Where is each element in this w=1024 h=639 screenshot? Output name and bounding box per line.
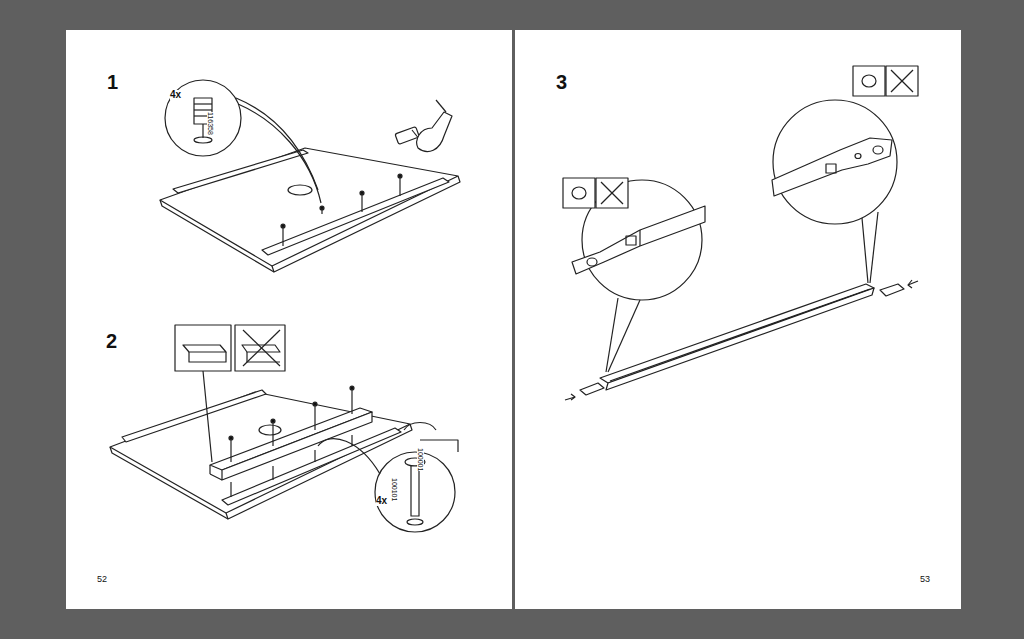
part-number: 100101: [391, 478, 398, 501]
part-number: 100001: [417, 448, 424, 471]
quantity-label: 4x: [170, 90, 181, 100]
part-number: 116358: [207, 112, 214, 135]
step-number: 3: [556, 72, 567, 92]
left-page: [66, 30, 512, 609]
right-page: [515, 30, 961, 609]
quantity-label: 4x: [376, 496, 387, 506]
page-number: 52: [97, 575, 107, 584]
page-number: 53: [920, 575, 930, 584]
step-number: 1: [107, 72, 118, 92]
step-number: 2: [106, 331, 117, 351]
